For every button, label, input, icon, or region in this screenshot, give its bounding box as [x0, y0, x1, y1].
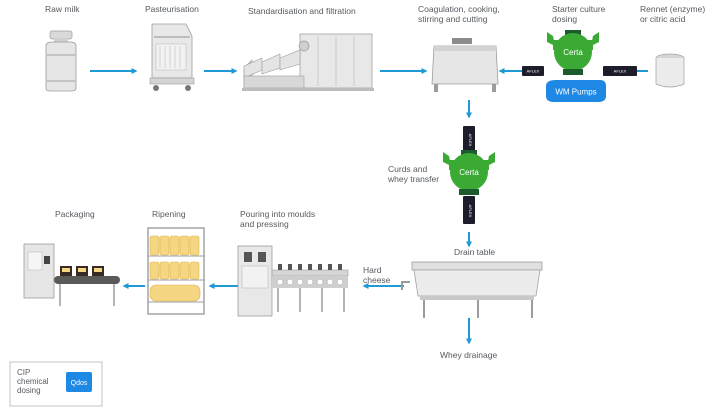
filtration-unit-icon [242, 33, 374, 91]
milk-churn-icon [45, 30, 77, 92]
flow-arrows [90, 68, 522, 345]
wm-pumps-label: WM Pumps [555, 88, 596, 97]
label-hard-cheese: Hard cheese [363, 265, 391, 285]
certa-pump-icon[interactable]: Certa [547, 30, 599, 75]
aflex-label-right: AFLEX [614, 69, 627, 74]
label-rennet: Rennet (enzyme) or citric acid [640, 4, 706, 24]
moulding-press-icon [237, 245, 349, 317]
coagulation-vat-icon [431, 38, 499, 92]
cip-box [9, 361, 103, 407]
label-pasteurisation: Pasteurisation [145, 4, 199, 14]
certa-transfer-pump-icon[interactable]: Certa [443, 150, 495, 195]
label-coagulation: Coagulation, cooking, stirring and cutti… [418, 4, 500, 24]
certa-label: Certa [563, 48, 583, 57]
drain-table-icon [401, 261, 543, 318]
label-standardisation: Standardisation and filtration [248, 6, 356, 16]
label-raw-milk: Raw milk [45, 4, 80, 14]
label-cip: CIP chemical dosing [17, 368, 49, 395]
label-packaging: Packaging [55, 209, 95, 219]
certa-transfer-label: Certa [459, 168, 479, 177]
aflex-label-left: AFLEX [527, 69, 540, 74]
label-starter-culture: Starter culture dosing [552, 4, 606, 24]
aflex-label-top: AFLEX [468, 134, 473, 147]
label-whey-drainage: Whey drainage [440, 350, 498, 360]
pasteuriser-icon [149, 23, 195, 91]
qdos-label: Qdos [71, 380, 88, 387]
packaging-machine-icon [23, 243, 120, 306]
label-pouring: Pouring into moulds and pressing [240, 209, 316, 229]
ripening-rack-icon [147, 227, 205, 315]
label-drain-table: Drain table [454, 247, 496, 257]
qdos-pump-icon[interactable]: Qdos [66, 372, 92, 392]
aflex-label-bottom: AFLEX [468, 205, 473, 218]
rennet-container-icon [655, 53, 685, 88]
label-ripening: Ripening [152, 209, 186, 219]
wm-pumps-badge[interactable]: WM Pumps [546, 80, 606, 102]
starter-culture-hose: AFLEX AFLEX [522, 66, 648, 76]
curds-transfer-hose: AFLEX AFLEX [463, 126, 475, 224]
label-curds-transfer: Curds and whey transfer [388, 164, 440, 184]
